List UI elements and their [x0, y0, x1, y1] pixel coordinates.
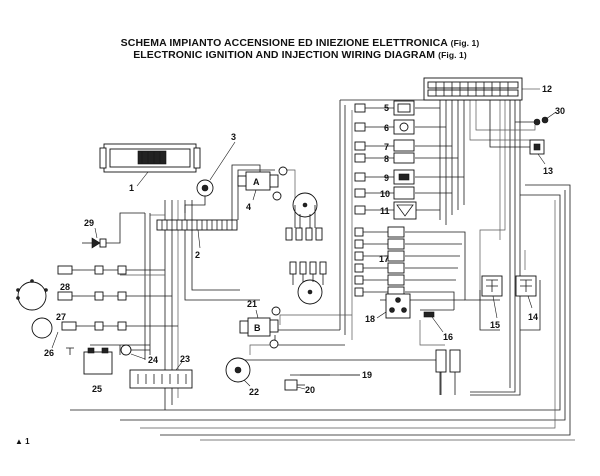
- label-28: 28: [60, 282, 70, 292]
- terminal-block: [156, 219, 238, 231]
- label-17: 17: [379, 254, 389, 264]
- title-english-fig: (Fig. 1): [438, 50, 467, 60]
- label-24: 24: [148, 355, 158, 365]
- label-9: 9: [384, 173, 389, 183]
- distributor-upper: [285, 192, 323, 241]
- label-27: 27: [56, 312, 66, 322]
- component-16: [423, 311, 435, 318]
- coil-b-letter: B: [254, 323, 261, 333]
- label-19: 19: [362, 370, 372, 380]
- component-23-connector: [129, 369, 193, 389]
- relay-switch-group: [435, 349, 461, 395]
- label-10: 10: [380, 189, 390, 199]
- coil-a-letter: A: [253, 177, 260, 187]
- component-15-relay: [481, 275, 503, 297]
- label-5: 5: [384, 103, 389, 113]
- label-12: 12: [542, 84, 552, 94]
- component-30-sensor: [515, 116, 549, 126]
- component-28-sensor: [57, 265, 127, 275]
- label-26: 26: [44, 348, 54, 358]
- label-4: 4: [246, 202, 251, 212]
- module-10: [354, 186, 415, 200]
- ecu-control-unit: [99, 143, 201, 173]
- title-italian-text: SCHEMA IMPIANTO ACCENSIONE ED INIEZIONE …: [120, 37, 448, 49]
- label-2: 2: [195, 250, 200, 260]
- label-8: 8: [384, 154, 389, 164]
- module-6: [354, 119, 415, 135]
- component-22-pump: [225, 357, 251, 383]
- label-14: 14: [528, 312, 538, 322]
- module-8: [354, 152, 415, 164]
- battery: [66, 347, 113, 375]
- label-11: 11: [380, 206, 390, 216]
- title-english-text: ELECTRONIC IGNITION AND INJECTION WIRING…: [133, 49, 436, 61]
- distributor-lower: [289, 261, 327, 305]
- label-20: 20: [305, 385, 315, 395]
- component-27-sensor: [16, 279, 127, 311]
- component-18-relay: [385, 293, 411, 319]
- component-14-relay: [515, 275, 537, 297]
- ignition-coil-a: A: [237, 166, 288, 201]
- label-18: 18: [365, 314, 375, 324]
- injectors-group: [354, 226, 405, 298]
- component-26-sensor: [31, 317, 127, 339]
- main-connector: [423, 77, 523, 101]
- component-29-sensor: [82, 237, 107, 249]
- component-3-sensor: [184, 179, 214, 213]
- label-1: 1: [129, 183, 134, 193]
- component-24-fuse: [120, 344, 150, 356]
- label-7: 7: [384, 142, 389, 152]
- label-23: 23: [180, 354, 190, 364]
- label-6: 6: [384, 123, 389, 133]
- figure-marker: ▲ 1: [15, 437, 30, 446]
- label-29: 29: [84, 218, 94, 228]
- module-9: [354, 169, 415, 185]
- component-20: [284, 379, 305, 391]
- label-22: 22: [249, 387, 259, 397]
- module-5: [354, 100, 415, 116]
- diagram-title-english: ELECTRONIC IGNITION AND INJECTION WIRING…: [0, 49, 600, 61]
- title-italian-fig: (Fig. 1): [450, 38, 480, 48]
- module-7: [354, 139, 415, 152]
- label-25: 25: [92, 384, 102, 394]
- label-21: 21: [247, 299, 257, 309]
- diagram-title-italian: SCHEMA IMPIANTO ACCENSIONE ED INIEZIONE …: [0, 37, 600, 49]
- label-30: 30: [555, 106, 565, 116]
- module-11: [354, 201, 417, 220]
- label-15: 15: [490, 320, 500, 330]
- ignition-coil-b: B: [239, 306, 281, 349]
- label-3: 3: [231, 132, 236, 142]
- label-13: 13: [543, 166, 553, 176]
- label-16: 16: [443, 332, 453, 342]
- component-13-sensor: [489, 100, 545, 155]
